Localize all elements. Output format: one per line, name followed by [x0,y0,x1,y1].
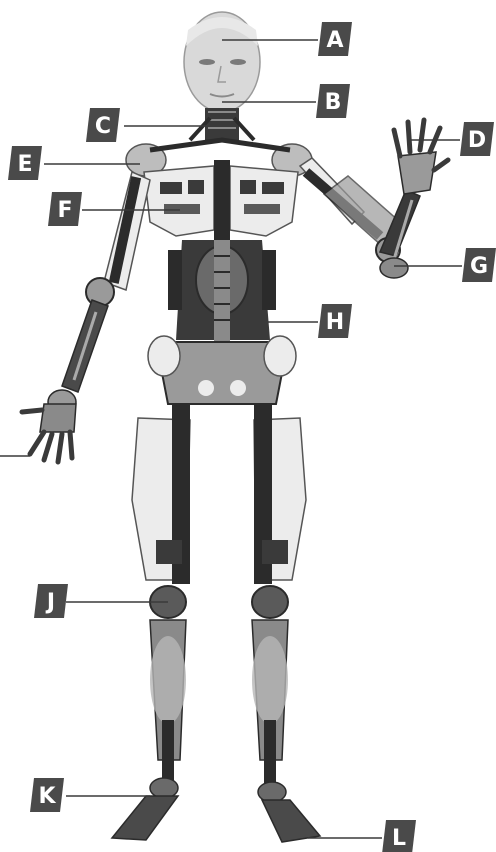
label-tag-a: A [318,22,352,56]
label-tag-h: H [318,304,352,338]
label-tag-text: L [392,826,406,851]
label-tag-text: H [326,310,344,335]
label-tag-g: G [462,248,496,282]
label-tag-e: E [8,146,42,180]
robot-figure [22,12,448,842]
label-tag-text: B [325,90,342,115]
label-tag-d: D [460,122,494,156]
label-tag-text: D [468,128,486,153]
robot-chest [144,160,298,250]
robot-left-arm [22,172,150,462]
robot-pelvis [148,336,296,404]
label-tag-k: K [30,778,64,812]
label-tag-text: F [57,198,72,223]
label-tag-text: A [326,28,343,53]
robot-right-arm [300,120,448,278]
robot-neck [190,108,254,140]
robot-right-leg [252,404,320,842]
label-tag-l: L [382,820,416,852]
label-tag-j: J [34,584,68,618]
label-tag-text: E [17,152,32,177]
label-tag-c: C [86,108,120,142]
label-tag-text: G [470,254,488,279]
robot-head [184,12,260,112]
robot-abdomen [168,240,276,350]
label-tag-text: K [38,784,56,809]
label-tag-text: C [95,114,111,139]
label-tag-text: J [45,590,55,615]
robot-left-leg [112,404,190,840]
label-tag-f: F [48,192,82,226]
label-tag-b: B [316,84,350,118]
